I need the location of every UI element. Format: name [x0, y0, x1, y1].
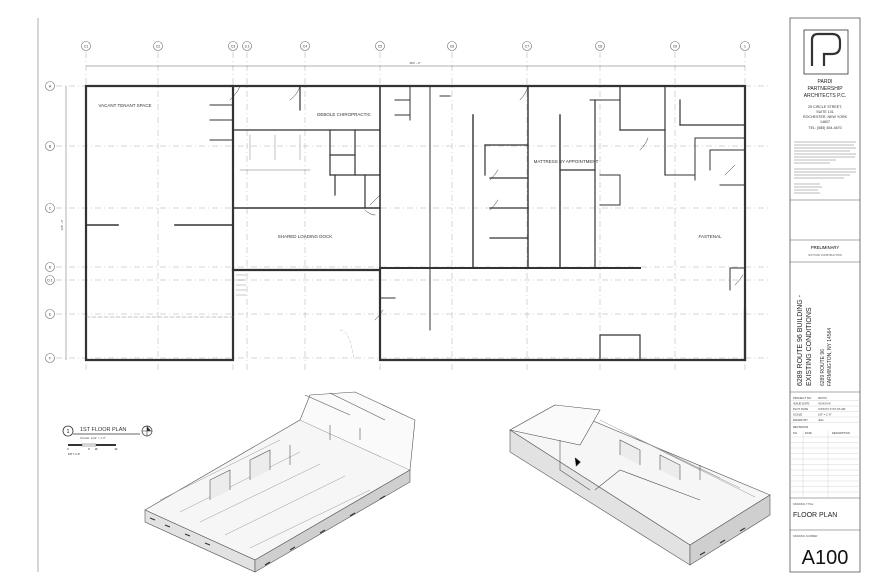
- title-block: PARDI PARTNERSHIP ARCHITECTS P.C. 25 CIR…: [789, 17, 861, 573]
- grid-bubble-column: C6: [447, 41, 457, 51]
- info-label: DRAWN BY: [793, 418, 808, 422]
- grid-label-column: C6: [450, 45, 454, 49]
- grid-bubble-row: D.1: [45, 275, 55, 285]
- isometric-view-right: [509, 404, 771, 566]
- view-title: 1ST FLOOR PLAN: [80, 427, 126, 433]
- drawing-title: FLOOR PLAN: [793, 512, 837, 519]
- grid-label-column: C8: [598, 45, 602, 49]
- grid-bubble-row: C: [45, 203, 55, 213]
- grid-bubble-row: A: [45, 81, 55, 91]
- firm-logo-icon: [803, 29, 849, 75]
- grid-bubble-column: C9: [670, 41, 680, 51]
- info-value: 20XXX: [818, 396, 827, 400]
- grid-label-row: C: [49, 206, 52, 210]
- project-title-line1: 6289 ROUTE 96 BUILDING -: [797, 294, 804, 386]
- grid-label-column: C3: [231, 45, 235, 49]
- column-grid-lines: [56, 52, 770, 372]
- grid-label-column: C7: [525, 45, 529, 49]
- grid-bubble-row: F: [45, 353, 55, 363]
- room-label-vacant: VACANT TENANT SPACE: [98, 103, 151, 108]
- revision-header-date: DATE: [805, 431, 812, 435]
- revision-header-description: DESCRIPTION: [832, 431, 850, 435]
- grid-bubble-column: C8: [595, 41, 605, 51]
- grid-label-column: 1: [744, 45, 746, 49]
- overall-dimension-left: 165' - 0": [60, 220, 64, 231]
- grid-label-row: D.1: [47, 278, 52, 282]
- grid-bubble-column: C5: [375, 41, 385, 51]
- info-value: 1/8" = 1'-0": [818, 413, 832, 417]
- firm-address-line: ROCHESTER, NEW YORK: [803, 115, 848, 119]
- status-label: PRELIMINARY: [811, 245, 840, 250]
- drawing-title-label: DRAWING TITLE: [793, 502, 813, 506]
- grid-bubble-row: E: [45, 309, 55, 319]
- grid-label-column: C1: [84, 45, 88, 49]
- project-info-table: PROJECT NO. 20XXX ISSUE DATE XX/XX/XX PLOT D…: [790, 396, 860, 423]
- view-scale: SCALE: 1/32" = 1'-0": [80, 436, 106, 440]
- firm-name-line1: PARDI: [818, 79, 833, 85]
- grid-bubbles: C1 C2 C3 3.1 C4 C5 C6 C7 C8 C9 1A B C D D.1E F: [45, 41, 750, 363]
- vacant-space-walls: [84, 84, 235, 362]
- floor-plan-title: 1 1ST FLOOR PLAN SCALE: 1/32" = 1'-0" 0 …: [62, 425, 153, 456]
- info-label: PROJECT NO.: [793, 396, 812, 400]
- status-sub-label: NOT FOR CONSTRUCTION: [808, 253, 841, 257]
- grid-bubble-column: C4: [300, 41, 310, 51]
- revision-header-no: NO.: [793, 431, 798, 435]
- grid-label-row: B: [49, 144, 52, 148]
- info-value: X/XX/XX X:XX:XX AM: [818, 407, 846, 411]
- project-address-line1: 6289 ROUTE 96: [820, 349, 826, 386]
- scale-tick: 32: [115, 448, 118, 451]
- isometric-view-left: [144, 391, 416, 573]
- grid-bubble-row: B: [45, 141, 55, 151]
- floor-plan: [84, 84, 747, 362]
- grid-label-row: A: [49, 84, 52, 88]
- firm-name-line3: ARCHITECTS P.C.: [804, 93, 846, 99]
- info-value: XX/XX/XX: [818, 402, 831, 406]
- grid-label-row: E: [49, 312, 52, 316]
- grid-label-column: C9: [673, 45, 677, 49]
- drawing-number: A100: [802, 547, 849, 569]
- view-number-bubble: [62, 425, 74, 437]
- firm-name-line2: PARTNERSHIP: [807, 86, 843, 92]
- firm-address-line: 25 CIRCLE STREET,: [808, 105, 842, 109]
- view-number: 1: [67, 429, 70, 435]
- room-label-loading-dock: SHARED LOADING DOCK: [278, 234, 333, 239]
- grid-bubble-row: D: [45, 262, 55, 272]
- exterior-wall-main: [231, 84, 747, 362]
- grid-bubble-column: 3.1: [242, 41, 252, 51]
- info-value: JHG: [818, 418, 824, 422]
- grid-bubble-column: C7: [522, 41, 532, 51]
- project-title-line2: EXISTING CONDITIONS: [806, 307, 813, 386]
- firm-phone: TEL: (585) 454-4670: [808, 126, 841, 130]
- firm-address-line: SUITE 101: [816, 110, 834, 114]
- scale-tick: 16: [95, 448, 98, 451]
- scale-tick: 8: [88, 448, 90, 451]
- grid-bubble-column: 1: [740, 41, 750, 51]
- firm-address-line: 14607: [820, 120, 830, 124]
- info-label: SCALE: [793, 413, 802, 417]
- drawing-number-label: DRAWING NUMBER: [793, 534, 818, 538]
- grid-label-column: C4: [303, 45, 307, 49]
- room-label-mattress: MATTRESS BY APPOINTMENT: [534, 159, 599, 164]
- overall-dimension-top: 384' - 0": [410, 61, 421, 65]
- room-label-chiropractic: DEBOLE CHIROPRACTIC: [317, 112, 372, 117]
- room-label-fastenal: FASTENAL: [698, 234, 722, 239]
- grid-bubble-column: C2: [153, 41, 163, 51]
- info-label: PLOT DATE: [793, 407, 808, 411]
- grid-label-column: C2: [156, 45, 160, 49]
- scale-tick: 0: [67, 448, 69, 451]
- legal-notes-text-block: [794, 141, 856, 194]
- grid-label-column: 3.1: [245, 45, 250, 49]
- scale-bar: [68, 444, 82, 446]
- scale-unit: 1/8" = 1'-0": [68, 453, 80, 456]
- grid-bubble-column: C1: [81, 41, 91, 51]
- revisions-label: REVISIONS: [793, 425, 808, 429]
- grid-bubble-column: C3: [228, 41, 238, 51]
- grid-label-row: F: [49, 356, 51, 360]
- grid-label-column: C5: [378, 45, 382, 49]
- info-label: ISSUE DATE: [793, 402, 810, 406]
- project-address-line2: FARMINGTON, NY 14564: [827, 328, 833, 386]
- grid-label-row: D: [49, 265, 52, 269]
- revision-rows: [790, 431, 860, 497]
